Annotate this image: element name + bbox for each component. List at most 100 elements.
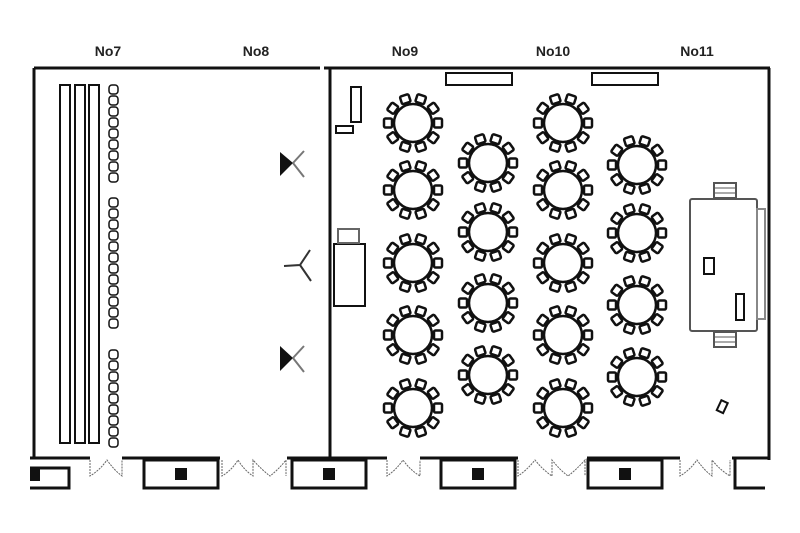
chair xyxy=(536,343,550,357)
chair xyxy=(650,143,664,157)
chair xyxy=(461,383,475,397)
chair xyxy=(548,305,562,318)
chair xyxy=(582,117,594,129)
chair xyxy=(501,383,515,397)
chair xyxy=(108,208,119,219)
chair xyxy=(457,157,469,169)
chair xyxy=(414,425,428,438)
chair xyxy=(650,313,664,327)
round-table xyxy=(606,135,668,195)
chair xyxy=(108,172,119,183)
chair xyxy=(576,101,590,115)
chair xyxy=(108,307,119,318)
chair xyxy=(507,157,519,169)
chair xyxy=(576,386,590,400)
round-table xyxy=(606,203,668,263)
chair xyxy=(108,117,119,128)
chair xyxy=(108,150,119,161)
chair xyxy=(108,296,119,307)
chair xyxy=(638,203,652,216)
chair xyxy=(414,93,428,106)
chair xyxy=(398,93,412,106)
chair xyxy=(548,425,562,438)
chair xyxy=(650,173,664,187)
chair xyxy=(108,197,119,208)
chair xyxy=(650,283,664,297)
round-table xyxy=(382,93,444,153)
chair xyxy=(426,101,440,115)
chair xyxy=(548,207,562,220)
chair xyxy=(426,198,440,212)
chair xyxy=(108,263,119,274)
chair xyxy=(426,343,440,357)
chair xyxy=(386,343,400,357)
chair xyxy=(606,371,618,383)
chair xyxy=(108,393,119,404)
chair xyxy=(382,402,394,414)
chair xyxy=(489,133,503,146)
microphone-stand-icon xyxy=(283,249,312,282)
chair xyxy=(536,271,550,285)
chair xyxy=(108,285,119,296)
chair xyxy=(536,386,550,400)
section-label-no8: No8 xyxy=(242,43,270,59)
chair xyxy=(426,416,440,430)
chair xyxy=(622,203,636,216)
chair xyxy=(622,135,636,148)
chair xyxy=(532,117,544,129)
chair xyxy=(461,210,475,224)
round-table xyxy=(457,273,519,333)
chair xyxy=(382,257,394,269)
chair xyxy=(610,355,624,369)
chair xyxy=(536,198,550,212)
chair xyxy=(622,275,636,288)
chair xyxy=(461,141,475,155)
chair xyxy=(108,139,119,150)
chair xyxy=(386,198,400,212)
chair xyxy=(457,297,469,309)
round-tables xyxy=(382,93,668,438)
chair xyxy=(536,168,550,182)
chair xyxy=(382,117,394,129)
chair xyxy=(398,207,412,220)
chair xyxy=(489,392,503,405)
chair xyxy=(457,226,469,238)
chair xyxy=(386,313,400,327)
chair xyxy=(638,135,652,148)
chair xyxy=(414,207,428,220)
chair xyxy=(622,182,636,195)
chair xyxy=(489,202,503,215)
chair xyxy=(656,159,668,171)
chair xyxy=(507,226,519,238)
chair xyxy=(582,329,594,341)
chair xyxy=(564,160,578,173)
chair xyxy=(414,233,428,246)
chair xyxy=(622,250,636,263)
chair xyxy=(414,160,428,173)
chair xyxy=(582,402,594,414)
chair xyxy=(489,249,503,262)
chair xyxy=(461,240,475,254)
chair xyxy=(501,141,515,155)
chair xyxy=(564,352,578,365)
chair xyxy=(501,210,515,224)
chair xyxy=(414,352,428,365)
chair xyxy=(532,184,544,196)
chair xyxy=(386,271,400,285)
chair xyxy=(656,227,668,239)
round-table xyxy=(382,233,444,293)
chair xyxy=(501,240,515,254)
chair xyxy=(432,329,444,341)
chair xyxy=(426,168,440,182)
chair xyxy=(461,281,475,295)
round-table xyxy=(532,233,594,293)
chair xyxy=(108,415,119,426)
chair xyxy=(108,274,119,285)
chair xyxy=(108,252,119,263)
round-table xyxy=(606,275,668,335)
chair xyxy=(576,416,590,430)
round-table xyxy=(382,378,444,438)
chair xyxy=(638,182,652,195)
chair xyxy=(638,322,652,335)
